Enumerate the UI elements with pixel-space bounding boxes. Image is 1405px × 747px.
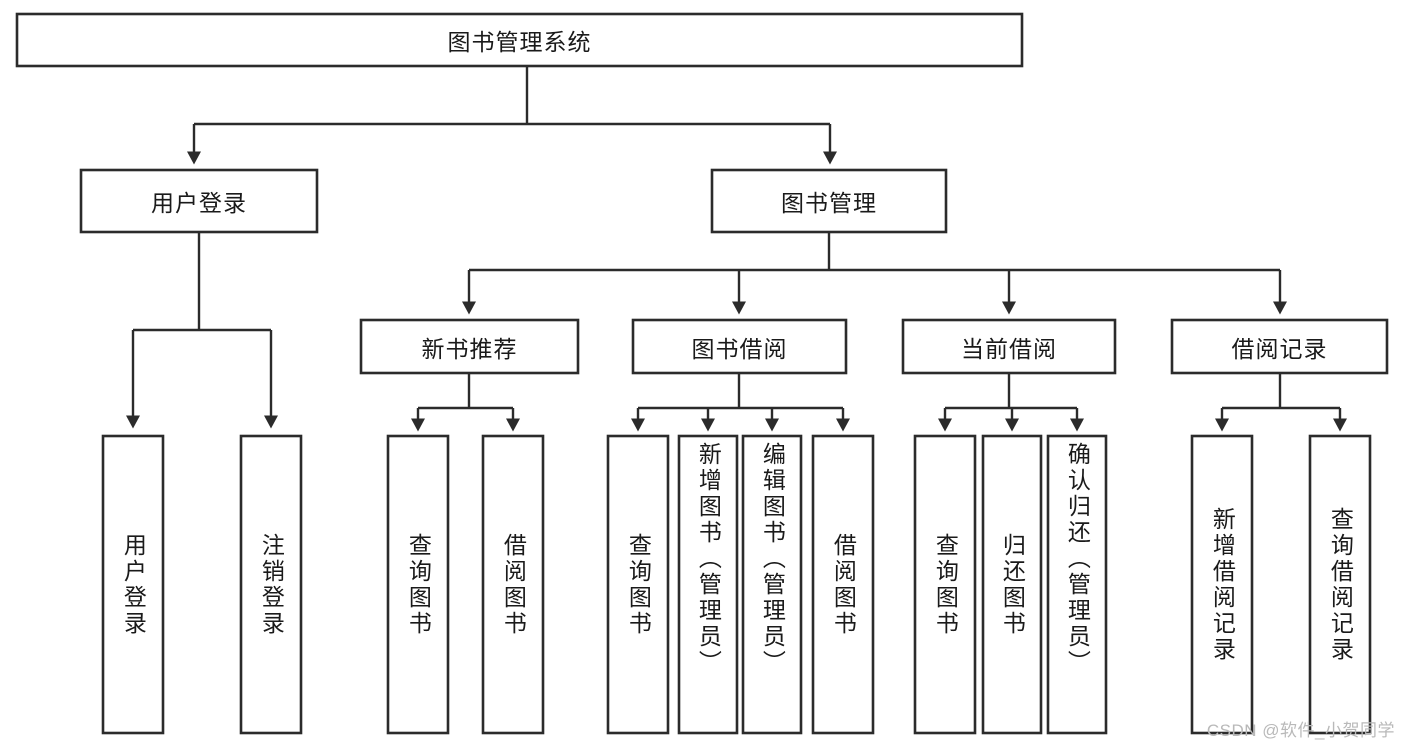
leaf-box-user-login-1[interactable] [239,434,303,735]
leaf-box-current-borrow-1[interactable] [981,434,1043,735]
node-user-login[interactable] [79,168,319,234]
node-book-manage[interactable] [710,168,948,234]
leaf-box-new-book-1[interactable] [481,434,545,735]
node-root-system[interactable] [15,12,1024,68]
watermark-text: CSDN @软件_小贺同学 [1206,721,1395,740]
leaf-box-current-borrow-0[interactable] [913,434,977,735]
leaf-box-book-borrow-3[interactable] [811,434,875,735]
leaf-box-book-borrow-2[interactable] [741,434,803,735]
leaf-box-borrow-record-0[interactable] [1190,434,1254,735]
leaf-box-borrow-record-1[interactable] [1308,434,1372,735]
node-current-borrow[interactable] [901,318,1117,375]
leaf-box-user-login-0[interactable] [101,434,165,735]
leaf-box-new-book-0[interactable] [386,434,450,735]
leaf-box-book-borrow-0[interactable] [606,434,670,735]
node-book-borrow[interactable] [631,318,848,375]
leaf-box-current-borrow-2[interactable] [1046,434,1108,735]
node-borrow-record[interactable] [1170,318,1389,375]
leaf-box-book-borrow-1[interactable] [677,434,739,735]
node-new-book-recommend[interactable] [359,318,580,375]
